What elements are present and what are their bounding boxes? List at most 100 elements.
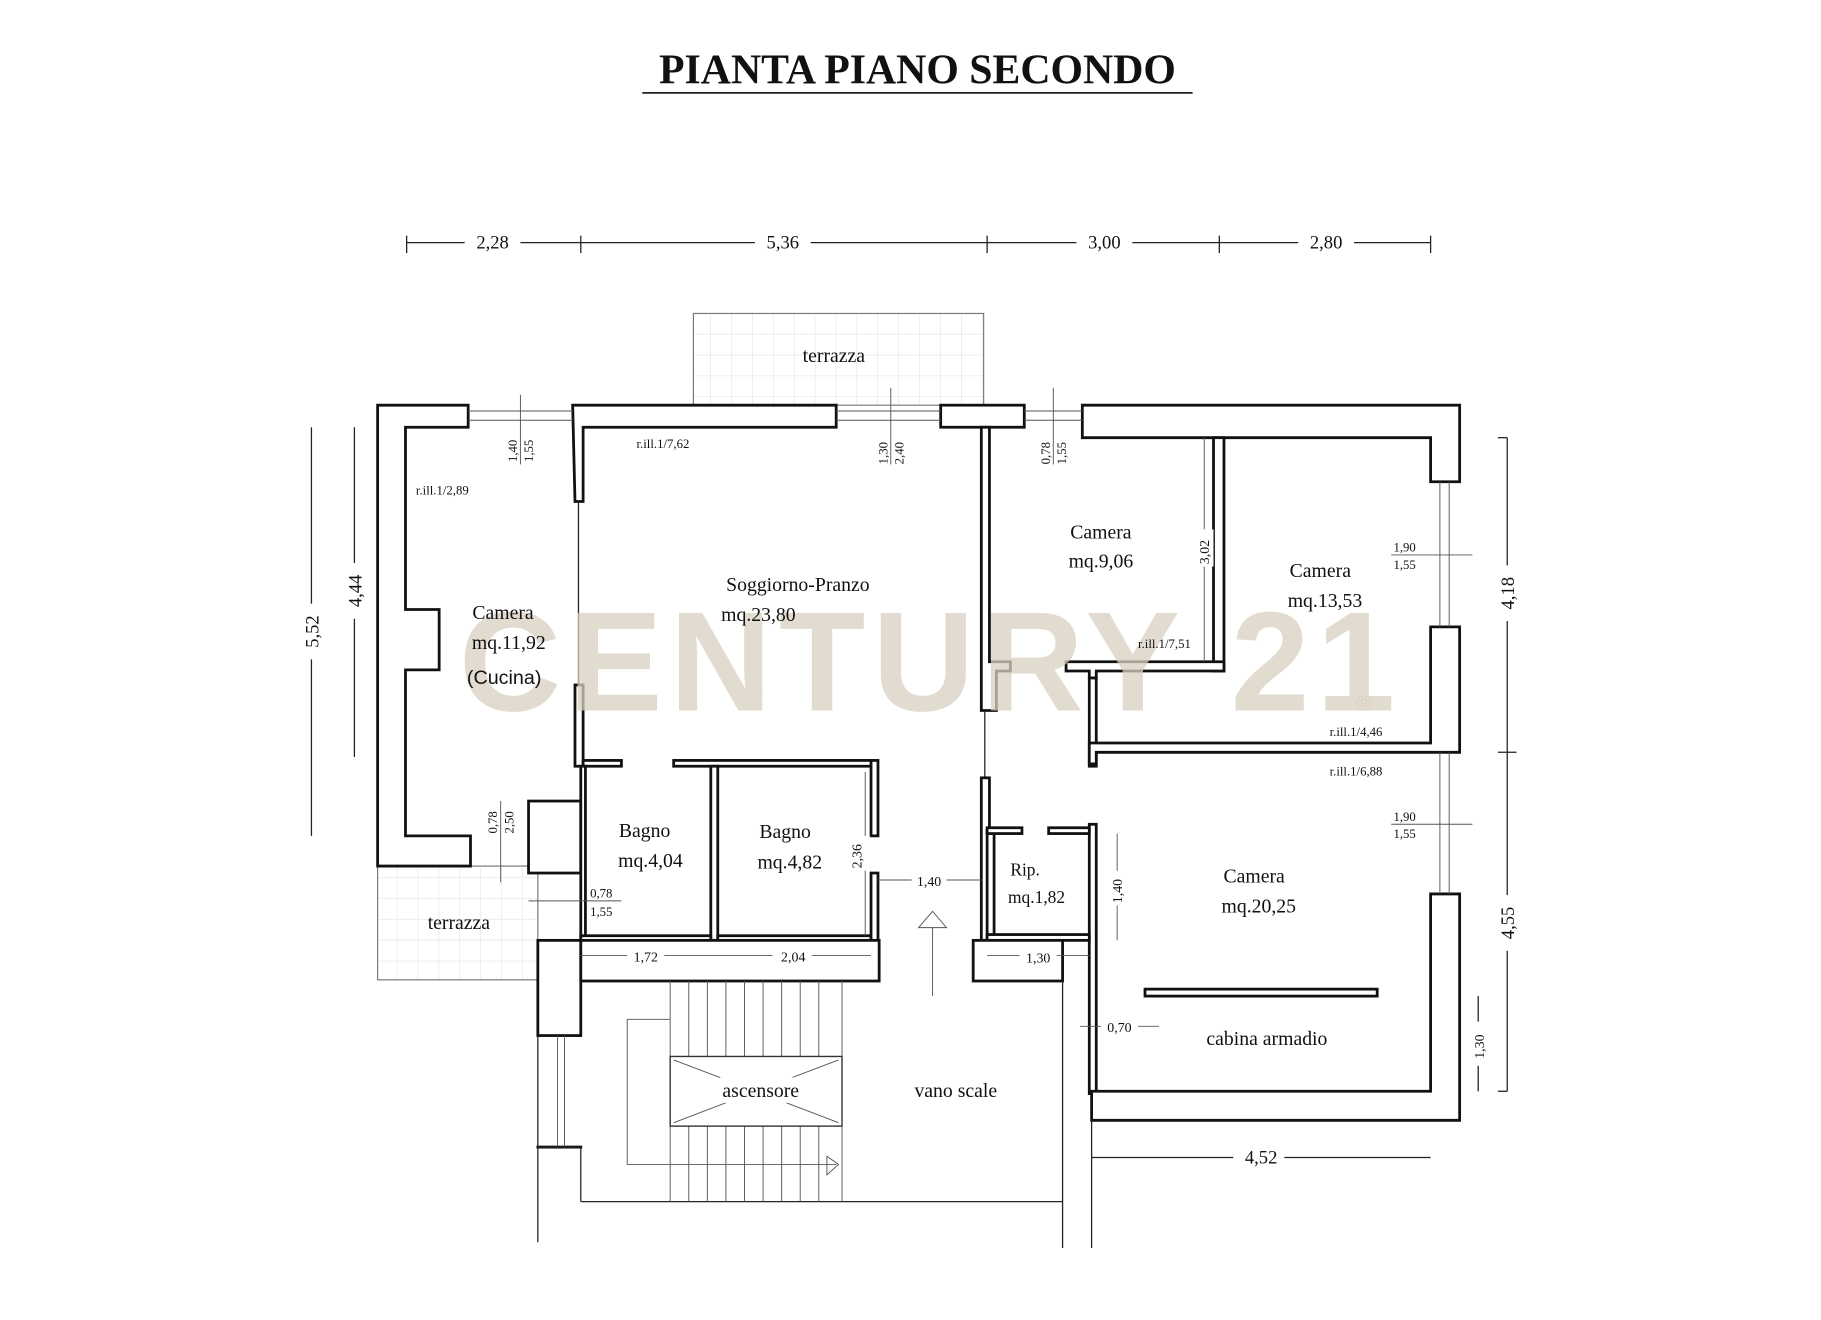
room-bagno-1: Bagno mq.4,04 xyxy=(618,820,683,872)
room-soggiorno: Soggiorno-Pranzo mq.23,80 r.ill.1/7,62 xyxy=(637,437,870,626)
elevator xyxy=(669,1055,843,1127)
room-camera-2025: Camera mq.20,25 r.ill.1/6,88 xyxy=(1222,765,1383,918)
window-annotations: 1,40 1,55 1,30 2,40 0,78 1,55 1,90 1,55 … xyxy=(486,387,1473,919)
plan-line xyxy=(720,1077,804,1103)
label-ascensore: ascensore xyxy=(722,1080,799,1102)
plan-line xyxy=(626,1018,837,1165)
plan-label: 0,78 xyxy=(486,811,500,833)
plan-label: 1,30 xyxy=(876,442,890,464)
plan-label: 1,40 xyxy=(1111,879,1126,903)
staircase xyxy=(626,981,843,1202)
plan-line xyxy=(985,828,996,942)
plan-label: 2,50 xyxy=(502,811,516,833)
plan-line xyxy=(754,229,811,254)
plan-line xyxy=(1495,895,1519,951)
plan-label: r.ill.1/6,88 xyxy=(1330,765,1383,779)
plan-line xyxy=(911,869,947,889)
plan-line xyxy=(1087,676,1098,768)
plan-label: mq.9,06 xyxy=(1069,551,1134,573)
label-terrazza-top: terrazza xyxy=(803,345,866,367)
plan-label: Soggiorno-Pranzo xyxy=(726,574,870,596)
plan-line xyxy=(1019,945,1057,964)
plan-label: 1,30 xyxy=(1026,951,1050,966)
plan-label: 0,70 xyxy=(1107,1021,1131,1036)
plan-line xyxy=(573,683,585,768)
entrance-arrow-icon xyxy=(917,910,948,997)
plan-line xyxy=(1495,565,1519,622)
plan-label: Camera xyxy=(1290,560,1352,582)
plan-line xyxy=(979,425,1012,712)
plan-line xyxy=(579,764,587,942)
room-bagno-2: Bagno mq.4,82 xyxy=(757,821,822,873)
plan-label: 2,04 xyxy=(781,950,805,965)
plan-label: Bagno xyxy=(759,821,811,843)
plan-label: 1,55 xyxy=(522,440,536,462)
plan-line xyxy=(826,1155,840,1176)
plan-label: Camera xyxy=(1070,522,1132,544)
plan-label: r.ill.1/7,62 xyxy=(637,437,690,451)
plan-label: Bagno xyxy=(619,820,671,842)
plan-line xyxy=(985,826,1024,835)
plan-line xyxy=(939,403,1026,429)
plan-label: 4,55 xyxy=(1498,907,1519,939)
windows xyxy=(468,410,1450,894)
plan-label: 0,78 xyxy=(1039,442,1053,464)
plan-label: 2,36 xyxy=(851,844,866,868)
plan-label: 1,90 xyxy=(1393,540,1415,554)
label-cabina-armadio: cabina armadio xyxy=(1206,1028,1327,1050)
plan-label: 3,00 xyxy=(1088,232,1120,253)
dimensions-right: 4,18 4,55 1,30 xyxy=(1467,437,1519,1092)
plan-label: r.ill.1/4,46 xyxy=(1330,725,1383,739)
plan-line xyxy=(342,563,367,619)
label-terrazza-left: terrazza xyxy=(428,912,491,934)
plan-label: 2,28 xyxy=(476,232,508,253)
plan-line xyxy=(672,759,879,768)
plan-label: 1,72 xyxy=(634,950,658,965)
plan-line xyxy=(669,1055,843,1127)
plan-label: r.ill.1/2,89 xyxy=(416,484,469,498)
plan-line xyxy=(869,871,880,942)
plan-label: 3,02 xyxy=(1198,540,1213,564)
plan-label: 4,52 xyxy=(1245,1147,1277,1168)
plan-line xyxy=(464,229,521,254)
plan-label: 2,80 xyxy=(1310,232,1342,253)
room-ripostiglio: Rip. mq.1,82 xyxy=(1008,859,1065,907)
plan-label: 5,36 xyxy=(767,232,799,253)
plan-label: 4,18 xyxy=(1498,577,1519,609)
plan-line xyxy=(1192,529,1214,567)
plan-label: 2,40 xyxy=(893,442,907,464)
label-vano-scale: vano scale xyxy=(914,1080,997,1102)
plan-label: mq.1,82 xyxy=(1008,887,1065,907)
plan-label: 1,55 xyxy=(1393,558,1415,572)
room-camera-906: Camera mq.9,06 r.ill.1/7,51 xyxy=(1069,522,1191,651)
plan-label: mq.23,80 xyxy=(721,604,796,626)
plan-line xyxy=(1100,1015,1139,1035)
plan-line xyxy=(772,945,812,964)
plan-label: 1,55 xyxy=(590,905,612,919)
plan-line xyxy=(709,764,720,942)
plan-label: mq.20,25 xyxy=(1222,896,1297,918)
plan-label: 1,90 xyxy=(1393,810,1415,824)
plan-label: (Cucina) xyxy=(467,667,542,689)
plan-line xyxy=(299,603,324,660)
plan-label: mq.4,82 xyxy=(757,851,822,873)
plan-line xyxy=(1467,1021,1489,1066)
plan-line xyxy=(1087,625,1462,766)
plan-line xyxy=(536,938,583,1037)
plan-label: mq.11,92 xyxy=(472,632,546,654)
plan-line xyxy=(527,799,583,875)
plan-line xyxy=(571,403,838,503)
dimensions-top: 2,28 5,36 3,00 2,80 xyxy=(406,229,1432,254)
plan-label: 1,55 xyxy=(1393,827,1415,841)
plan-line xyxy=(579,938,881,983)
plan-line xyxy=(851,835,870,871)
plan-label: 1,40 xyxy=(506,440,520,462)
plan-label: 5,52 xyxy=(302,615,323,647)
plan-line xyxy=(1087,822,1098,1096)
plan-line xyxy=(1080,403,1462,484)
plan-line xyxy=(1090,892,1462,1122)
plan-line xyxy=(376,403,472,868)
plan-line xyxy=(1047,826,1091,835)
